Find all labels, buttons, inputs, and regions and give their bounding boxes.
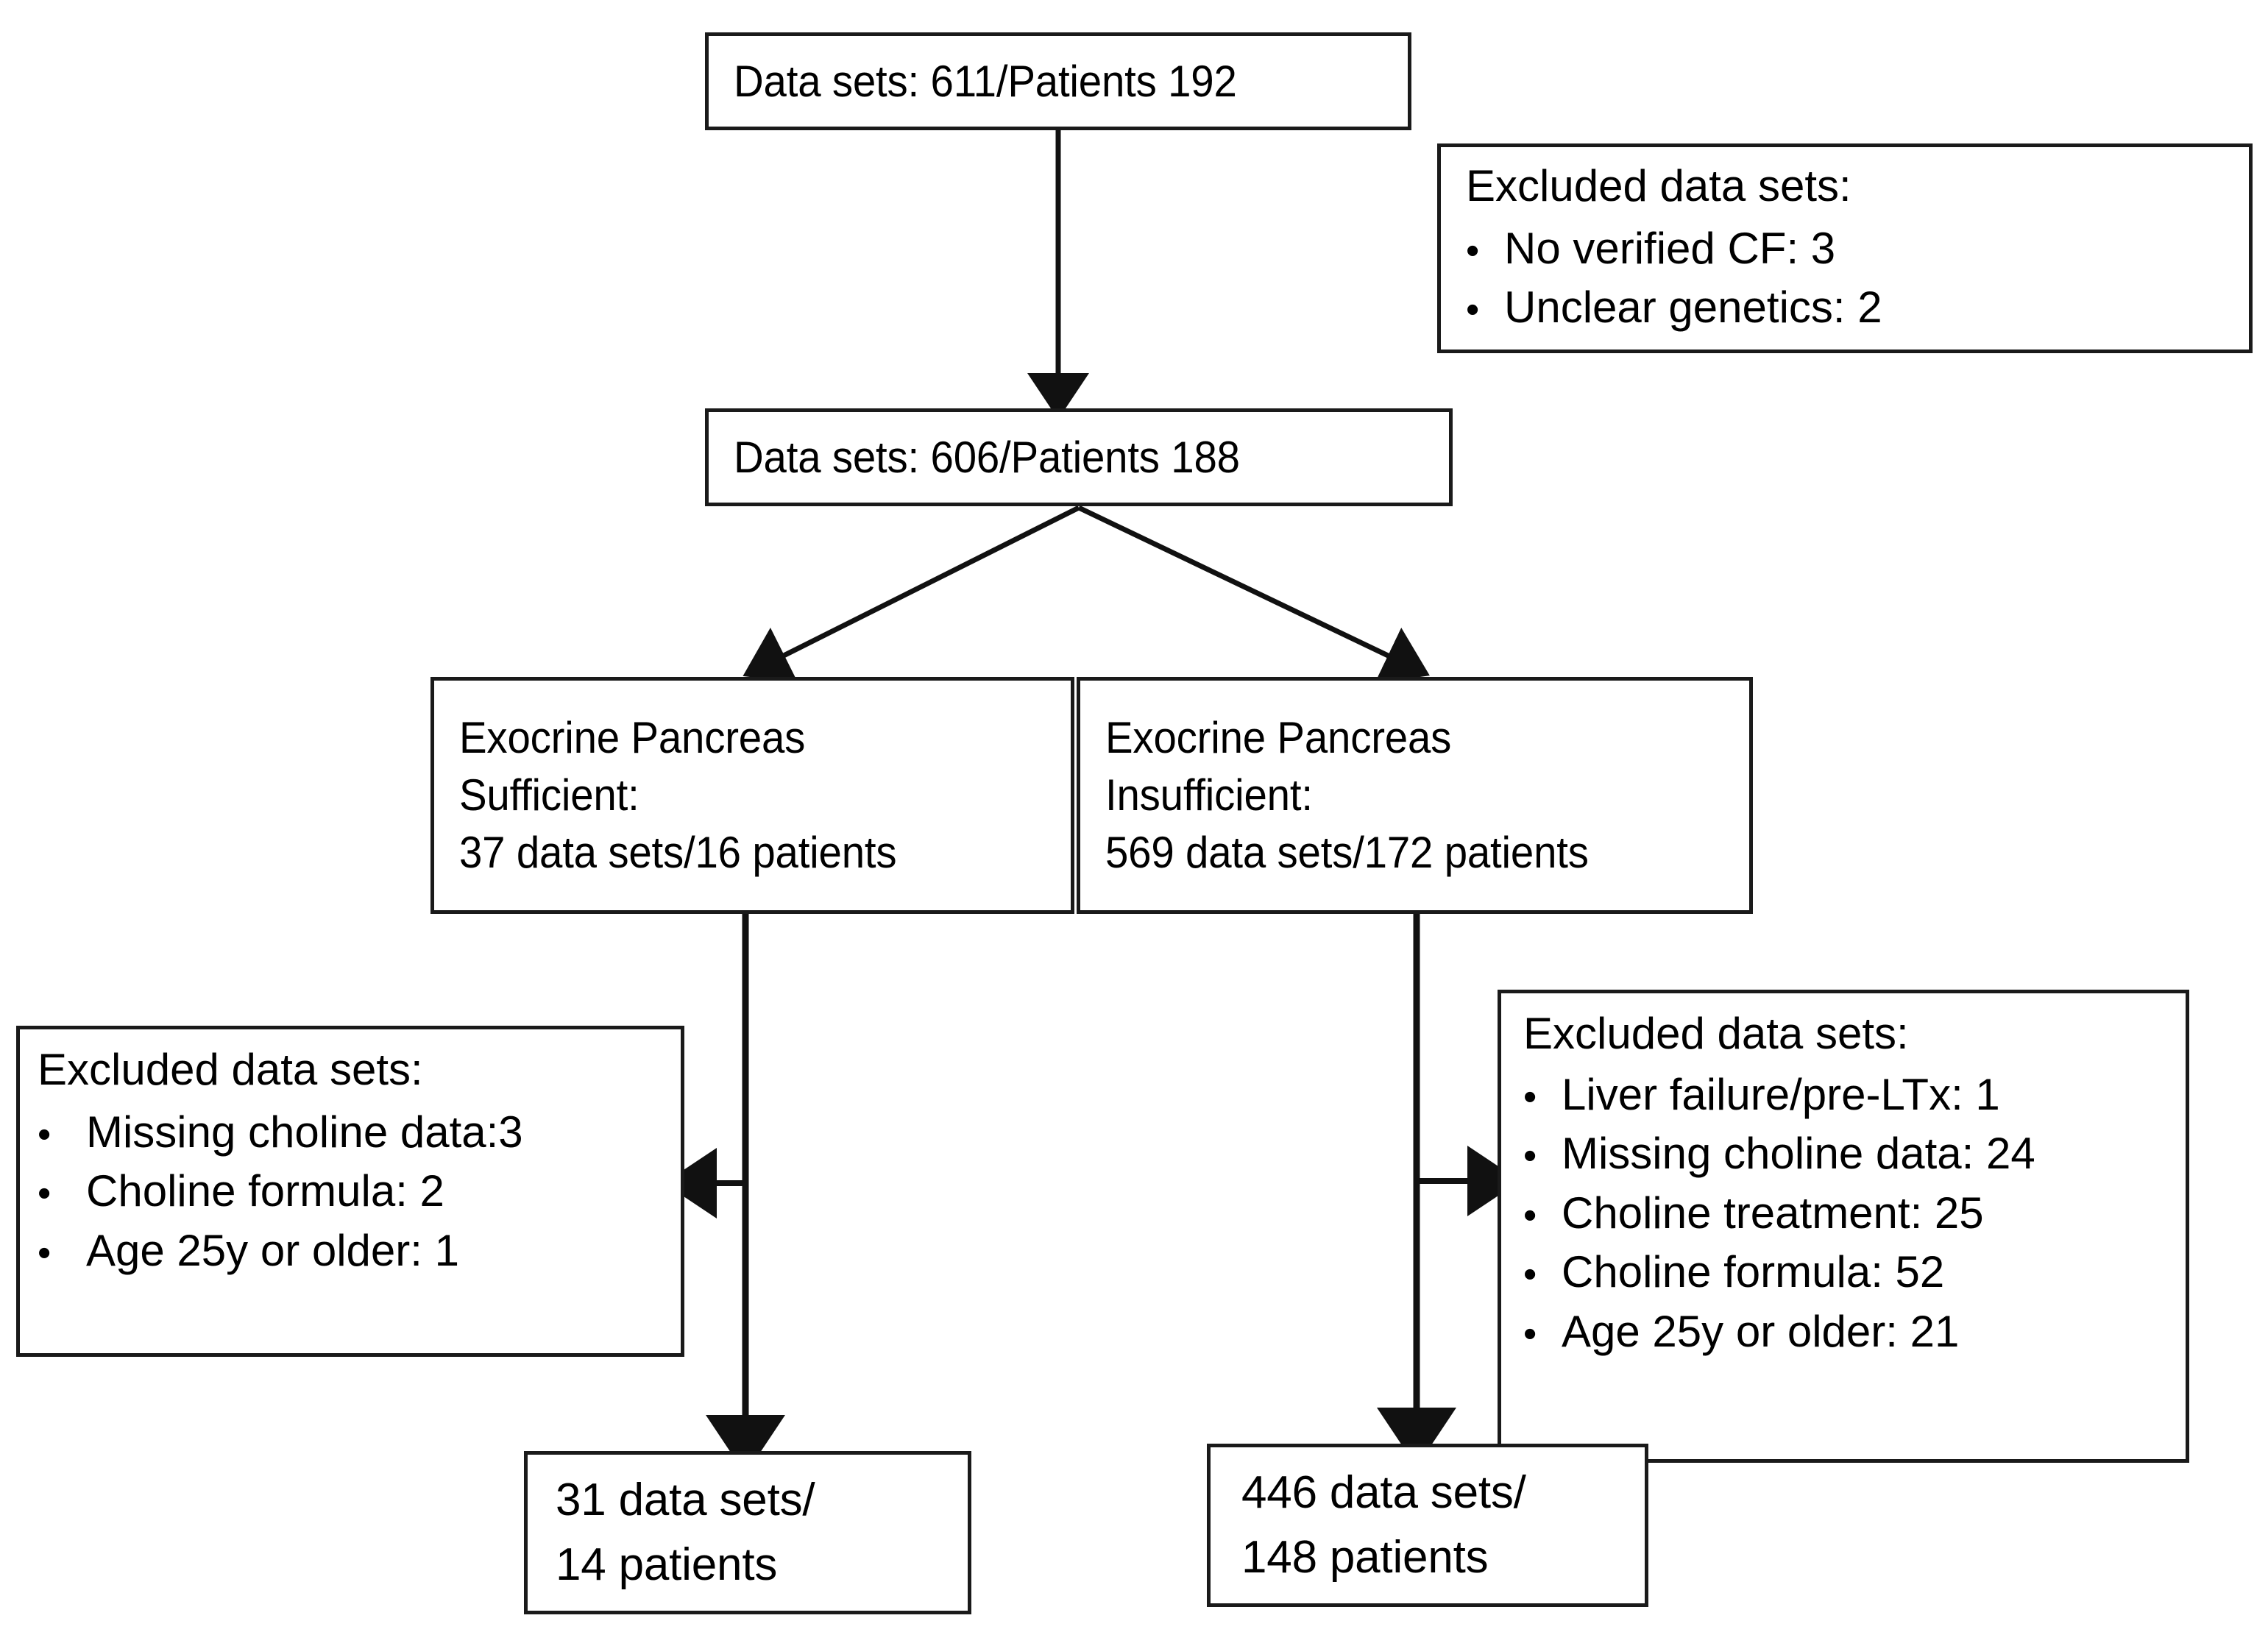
excluded-left-list: • Missing choline data:3 • Choline formu… (38, 1103, 681, 1280)
excluded-left-item-2: Choline formula: 2 (86, 1166, 444, 1216)
edge-eligible-to-epi (1077, 505, 1430, 684)
list-item: • Age 25y or older: 1 (38, 1221, 681, 1280)
node-eligible-line-1: Data sets: 606/Patients 188 (734, 432, 1240, 482)
bullet-icon: • (1466, 230, 1480, 272)
excluded-right-item-2: Missing choline data: 24 (1562, 1129, 2035, 1179)
excluded-right-list: • Liver failure/pre-LTx: 1 • Missing cho… (1523, 1065, 2186, 1361)
excluded-top-list: • No verified CF: 3 • Unclear genetics: … (1466, 219, 2249, 338)
excluded-right-item-1: Liver failure/pre-LTx: 1 (1562, 1070, 2000, 1119)
node-exocrine-pancreas-insufficient: Exocrine Pancreas Insufficient: 569 data… (1077, 677, 1753, 914)
node-total-line-1: Data sets: 611/Patients 192 (734, 56, 1237, 106)
list-item: • Liver failure/pre-LTx: 1 (1523, 1065, 2186, 1124)
node-excluded-top: Excluded data sets: • No verified CF: 3 … (1437, 143, 2253, 353)
bullet-icon: • (38, 1113, 52, 1156)
excluded-right-item-5: Age 25y or older: 21 (1562, 1306, 1960, 1356)
bullet-icon: • (1523, 1135, 1537, 1178)
result-left-line-1: 31 data sets/ (556, 1474, 815, 1525)
bullet-icon: • (1523, 1076, 1537, 1118)
epi-line-3: 569 data sets/172 patients (1105, 828, 1589, 877)
list-item: • Choline treatment: 25 (1523, 1184, 2186, 1243)
epi-line-1: Exocrine Pancreas (1105, 713, 1452, 762)
list-item: • Age 25y or older: 21 (1523, 1302, 2186, 1361)
bullet-icon: • (1466, 288, 1480, 332)
excluded-top-item-2: Unclear genetics: 2 (1504, 283, 1882, 333)
edge-eligible-to-eps (743, 505, 1080, 684)
bullet-icon: • (38, 1172, 52, 1216)
node-eligible-datasets: Data sets: 606/Patients 188 (705, 408, 1453, 506)
node-result-right: 446 data sets/ 148 patients (1207, 1444, 1648, 1607)
bullet-icon: • (1523, 1312, 1537, 1355)
eps-line-3: 37 data sets/16 patients (459, 828, 897, 877)
node-excluded-left: Excluded data sets: • Missing choline da… (16, 1026, 684, 1357)
excluded-top-item-1: No verified CF: 3 (1504, 224, 1836, 273)
eps-line-1: Exocrine Pancreas (459, 713, 806, 762)
list-item: • Choline formula: 2 (38, 1162, 681, 1221)
node-excluded-right: Excluded data sets: • Liver failure/pre-… (1498, 990, 2189, 1463)
excluded-top-title: Excluded data sets: (1466, 161, 1851, 210)
list-item: • Unclear genetics: 2 (1466, 278, 2249, 337)
result-right-line-1: 446 data sets/ (1241, 1466, 1526, 1518)
list-item: • Missing choline data:3 (38, 1103, 681, 1162)
list-item: • No verified CF: 3 (1466, 219, 2249, 278)
excluded-left-title: Excluded data sets: (38, 1045, 423, 1094)
excluded-right-title: Excluded data sets: (1523, 1009, 1909, 1058)
excluded-right-item-3: Choline treatment: 25 (1562, 1188, 1984, 1238)
bullet-icon: • (38, 1231, 52, 1274)
list-item: • Missing choline data: 24 (1523, 1124, 2186, 1183)
epi-line-2: Insufficient: (1105, 770, 1313, 820)
excluded-right-item-4: Choline formula: 52 (1562, 1247, 1945, 1297)
node-total-datasets: Data sets: 611/Patients 192 (705, 32, 1411, 130)
eps-line-2: Sufficient: (459, 770, 639, 820)
excluded-left-item-3: Age 25y or older: 1 (86, 1225, 459, 1275)
bullet-icon: • (1523, 1193, 1537, 1237)
node-result-left: 31 data sets/ 14 patients (524, 1451, 971, 1614)
result-left-line-2: 14 patients (556, 1539, 778, 1590)
list-item: • Choline formula: 52 (1523, 1243, 2186, 1302)
bullet-icon: • (1523, 1253, 1537, 1296)
result-right-line-2: 148 patients (1241, 1532, 1489, 1583)
excluded-left-item-1: Missing choline data:3 (86, 1107, 523, 1157)
node-exocrine-pancreas-sufficient: Exocrine Pancreas Sufficient: 37 data se… (430, 677, 1074, 914)
